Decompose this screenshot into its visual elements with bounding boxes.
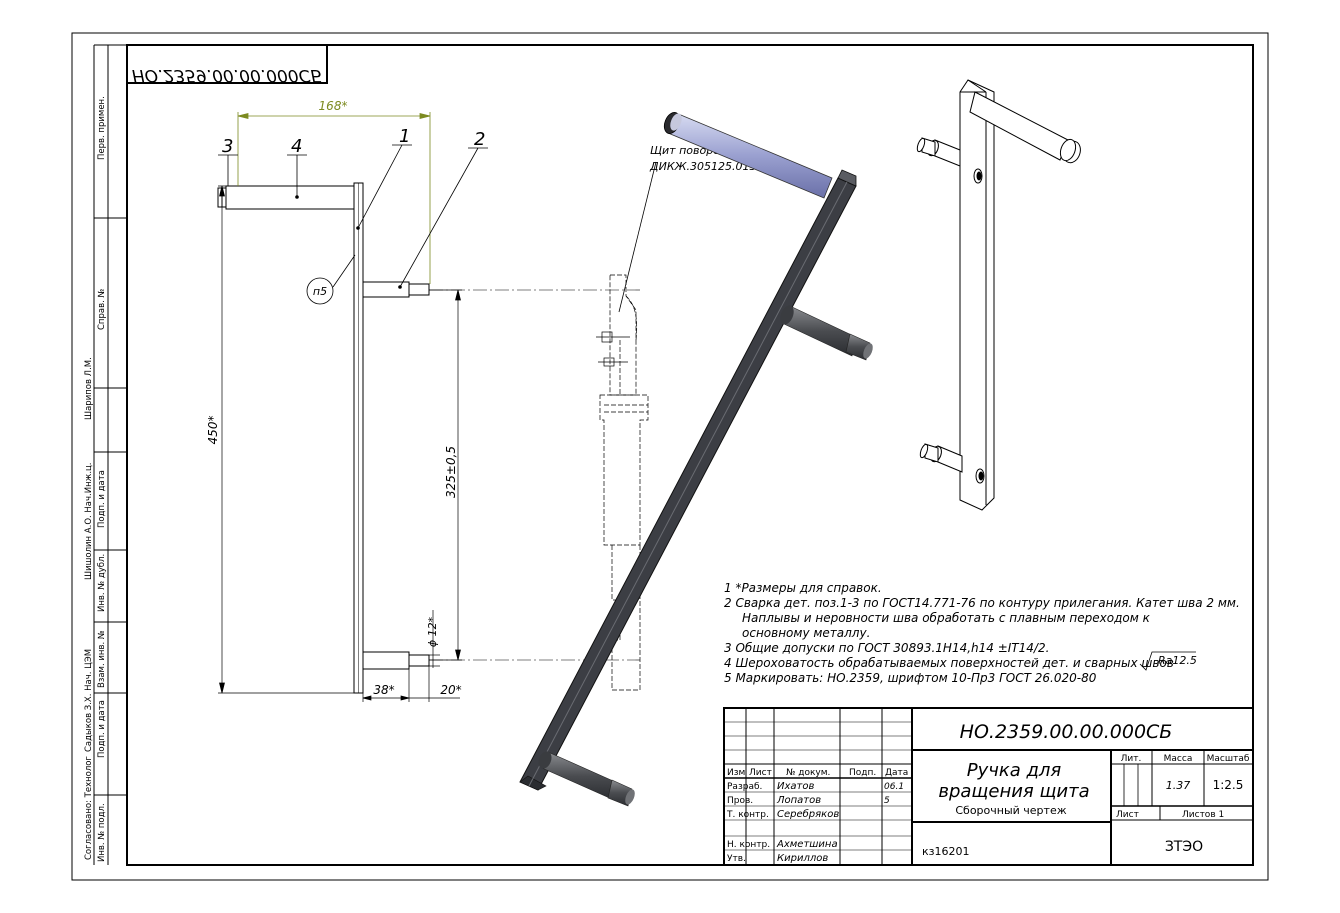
mirrored-stamp-text: НО.2359.00.00.000СБ bbox=[132, 65, 322, 85]
roughness-value: Ra12.5 bbox=[1158, 654, 1197, 667]
label-soglasovano: Согласовано: Технолог bbox=[84, 755, 94, 860]
label-perv-primen: Перв. примен. bbox=[97, 96, 107, 160]
hdr-data: Дата bbox=[885, 768, 908, 778]
org-name: ЗТЭО bbox=[1165, 839, 1203, 855]
dim-20-label: 20* bbox=[440, 683, 461, 697]
date-1: 06.1 bbox=[884, 782, 904, 792]
front-view bbox=[217, 182, 430, 694]
note-2b: Наплывы и неровности шва обработать с пл… bbox=[742, 611, 1151, 625]
note-3: 3 Общие допуски по ГОСТ 30893.1Н14,h14 ±… bbox=[724, 641, 1049, 655]
doc-code: кз16201 bbox=[922, 845, 970, 858]
hdr-ndokum: № докум. bbox=[786, 768, 830, 778]
part-name-line1: Ручка для bbox=[967, 760, 1062, 781]
shield-note-line2: ДИКЖ.305125.013- bbox=[649, 160, 760, 173]
left-margin-table bbox=[93, 44, 127, 865]
outer-frame bbox=[71, 32, 1269, 881]
hdr-izm: Изм bbox=[727, 768, 745, 778]
designation: НО.2359.00.00.000СБ bbox=[960, 721, 1173, 743]
row-nkontr: Н. контр. bbox=[727, 840, 770, 850]
mass-value: 1.37 bbox=[1166, 779, 1191, 792]
weld-mark-label: п5 bbox=[313, 285, 327, 298]
dim-168 bbox=[237, 112, 431, 284]
note-2c: основному металлу. bbox=[742, 626, 870, 640]
roughness-symbol bbox=[1139, 651, 1196, 671]
label-sharipov: Шарипов Л.М. bbox=[84, 357, 94, 420]
label-vzam-inv: Взам. инв. № bbox=[97, 630, 107, 688]
sheet-label: Лист bbox=[1116, 810, 1139, 820]
mirrored-stamp-box bbox=[126, 44, 328, 84]
line-isometric bbox=[916, 79, 1081, 511]
lit-header: Лит. bbox=[1121, 754, 1142, 764]
note-4: 4 Шероховатость обрабатываемых поверхнос… bbox=[724, 656, 1174, 670]
hdr-podp: Подп. bbox=[849, 768, 876, 778]
pos-4-label: 4 bbox=[291, 136, 302, 157]
name-utv: Кириллов bbox=[777, 853, 828, 864]
date-2: 5 bbox=[884, 796, 890, 806]
pos-1-label: 1 bbox=[399, 126, 410, 147]
label-inv-podl: Инв. № подл. bbox=[97, 803, 107, 862]
dim-12-label: ϕ 12* bbox=[426, 616, 439, 647]
name-prov: Лопатов bbox=[776, 795, 821, 806]
sheets-label: Листов 1 bbox=[1182, 810, 1224, 820]
part-name-line2: вращения щита bbox=[938, 781, 1089, 802]
label-podp-data-1: Подп. и дата bbox=[97, 470, 107, 528]
shield-fasteners bbox=[596, 331, 630, 367]
shield-leader bbox=[618, 161, 657, 313]
title-block bbox=[723, 707, 1254, 866]
pos-2-label: 2 bbox=[474, 129, 485, 150]
dim-450-label: 450* bbox=[206, 416, 220, 445]
note-5: 5 Маркировать: НО.2359, шрифтом 10-Пр3 Г… bbox=[724, 671, 1097, 685]
label-sadykov: Садыков З.Х. Нач. ЦЭМ bbox=[84, 649, 94, 752]
scale-header: Масштаб bbox=[1207, 754, 1250, 764]
position-leaders bbox=[218, 144, 488, 305]
dim-38-label: 38* bbox=[373, 683, 394, 697]
label-podp-data-2: Подп. и дата bbox=[97, 700, 107, 758]
label-sprav-no: Справ. № bbox=[97, 288, 107, 330]
center-lines bbox=[429, 289, 640, 661]
dim-168-label: 168* bbox=[319, 99, 348, 113]
row-tkontr: Т. контр. bbox=[726, 810, 769, 820]
mass-header: Масса bbox=[1164, 754, 1193, 764]
note-2: 2 Сварка дет. поз.1-3 по ГОСТ14.771-76 п… bbox=[724, 596, 1240, 610]
note-1: 1 *Размеры для справок. bbox=[724, 581, 882, 595]
dim-325-label: 325±0,5 bbox=[444, 446, 458, 498]
pos-3-label: 3 bbox=[222, 136, 233, 157]
scale-value: 1:2.5 bbox=[1213, 778, 1244, 792]
doc-type: Сборочный чертеж bbox=[955, 804, 1066, 817]
hdr-list: Лист bbox=[749, 768, 772, 778]
row-razrab: Разраб. bbox=[727, 782, 762, 792]
name-tkontr: Серебряков bbox=[777, 808, 839, 820]
technical-notes: 1 *Размеры для справок. 2 Сварка дет. по… bbox=[724, 581, 1240, 685]
isometric-model bbox=[519, 112, 873, 807]
row-utv: Утв. bbox=[727, 854, 746, 864]
label-inv-dubl: Инв. № дубл. bbox=[97, 554, 107, 612]
name-razrab: Ихатов bbox=[777, 781, 814, 792]
name-nkontr: Ахметшина bbox=[776, 839, 838, 850]
label-shishkolin: Шишолин А.О. Нач.Инж.ц. bbox=[84, 462, 94, 580]
front-dimensions bbox=[218, 185, 462, 702]
inner-frame bbox=[126, 44, 1254, 866]
row-prov: Пров. bbox=[727, 796, 753, 806]
